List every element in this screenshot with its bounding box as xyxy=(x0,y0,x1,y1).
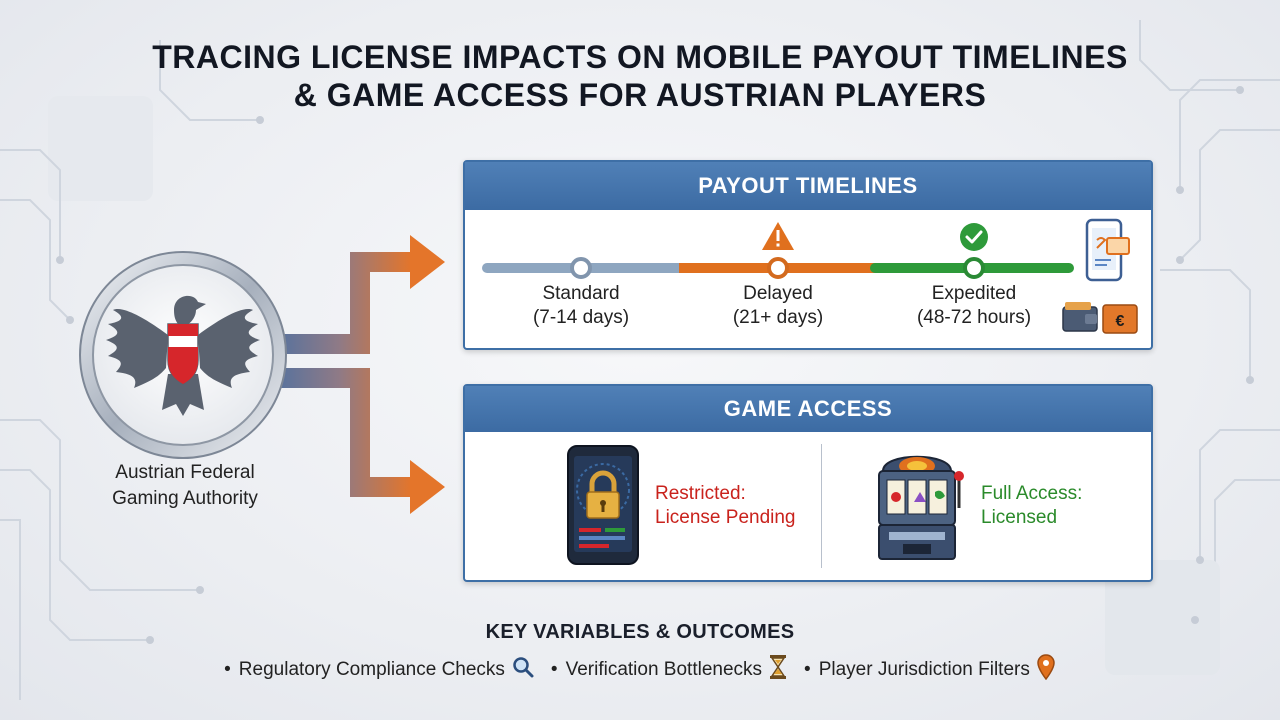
title-line-1: TRACING LICENSE IMPACTS ON MOBILE PAYOUT… xyxy=(152,39,1128,75)
bullet: • xyxy=(550,659,558,680)
magnifier-icon xyxy=(511,655,535,685)
bullet: • xyxy=(224,659,231,680)
timeline-node-expedited xyxy=(963,257,985,279)
bullet: • xyxy=(804,659,811,680)
austrian-eagle-seal-icon xyxy=(79,251,287,459)
stage-standard-duration: (7-14 days) xyxy=(532,307,630,328)
slot-machine-icon xyxy=(878,455,964,560)
page-title: TRACING LICENSE IMPACTS ON MOBILE PAYOUT… xyxy=(0,38,1280,114)
game-access-graphic xyxy=(567,445,964,565)
timeline-node-standard xyxy=(570,257,592,279)
authority-seal xyxy=(78,250,288,460)
restricted-label: Restricted: xyxy=(655,483,746,504)
full-access-label: Full Access: xyxy=(981,483,1083,504)
restricted-detail: License Pending xyxy=(655,507,796,528)
key-item-jurisdiction: • Player Jurisdiction Filters xyxy=(804,654,1056,686)
payout-timelines-panel: PAYOUT TIMELINES xyxy=(463,160,1153,350)
stage-delayed-duration: (21+ days) xyxy=(732,307,824,328)
location-pin-icon xyxy=(1036,654,1056,686)
title-line-2: & GAME ACCESS FOR AUSTRIAN PLAYERS xyxy=(293,77,987,113)
euro-wallet-icon: € xyxy=(1102,304,1138,334)
arrow-head-payout xyxy=(410,235,445,289)
stage-expedited-name: Expedited xyxy=(931,283,1017,304)
payout-timeline-graphic: € xyxy=(482,218,1138,334)
stage-delayed: Delayed (21+ days) xyxy=(693,282,863,330)
mobile-payment-icon xyxy=(1085,218,1130,282)
key-item-verification-label: Verification Bottlenecks xyxy=(565,659,763,680)
key-item-compliance: • Regulatory Compliance Checks xyxy=(224,655,535,685)
check-icon xyxy=(960,223,988,251)
stage-standard: Standard (7-14 days) xyxy=(496,282,666,330)
game-access-panel: GAME ACCESS xyxy=(463,384,1153,582)
arrow-to-payout xyxy=(250,252,412,354)
authority-name-line-2: Gaming Authority xyxy=(112,488,258,509)
hourglass-icon xyxy=(768,654,788,686)
timeline-node-delayed xyxy=(767,257,789,279)
stage-standard-name: Standard xyxy=(542,283,620,304)
arrow-head-access xyxy=(410,460,445,514)
stage-expedited-duration: (48-72 hours) xyxy=(916,307,1032,328)
warning-icon xyxy=(762,222,794,250)
key-item-compliance-label: Regulatory Compliance Checks xyxy=(238,659,505,680)
key-variables-list: • Regulatory Compliance Checks • Verific… xyxy=(0,654,1280,686)
access-divider xyxy=(821,444,822,568)
full-access-detail: Licensed xyxy=(981,507,1058,528)
svg-text:€: € xyxy=(1116,313,1125,330)
arrow-to-access xyxy=(250,368,412,497)
key-item-jurisdiction-label: Player Jurisdiction Filters xyxy=(818,659,1030,680)
authority-caption: Austrian Federal Gaming Authority xyxy=(60,460,310,512)
stage-delayed-name: Delayed xyxy=(743,283,813,304)
authority-name-line-1: Austrian Federal xyxy=(115,462,255,483)
key-item-verification: • Verification Bottlenecks xyxy=(551,654,788,686)
full-access-status: Full Access: Licensed xyxy=(981,482,1082,530)
restricted-status: Restricted: License Pending xyxy=(655,482,796,530)
payout-panel-header: PAYOUT TIMELINES xyxy=(465,162,1151,210)
key-variables-title: KEY VARIABLES & OUTCOMES xyxy=(485,621,795,643)
stage-expedited: Expedited (48-72 hours) xyxy=(889,282,1059,330)
wallet-icon xyxy=(1062,302,1098,332)
access-panel-header: GAME ACCESS xyxy=(465,386,1151,432)
locked-phone-icon xyxy=(567,445,639,565)
